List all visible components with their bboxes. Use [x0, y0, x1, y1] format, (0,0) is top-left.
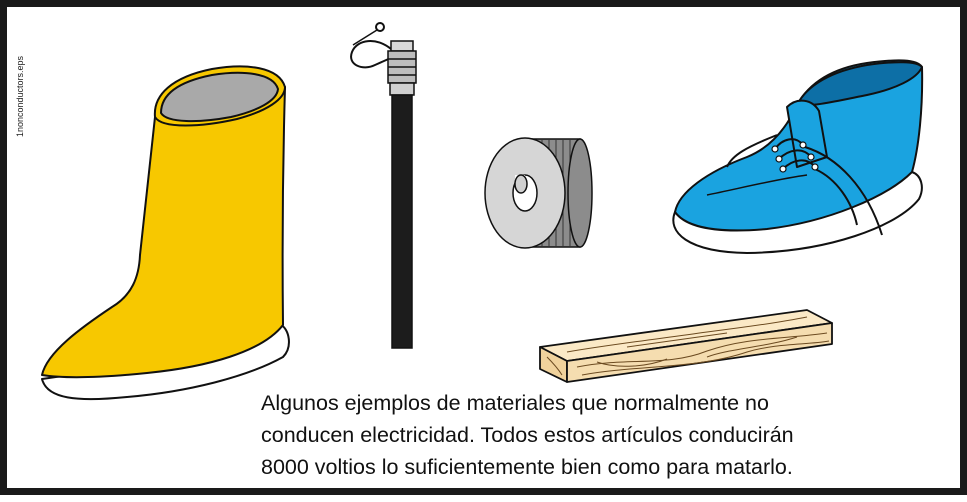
rubber-boot-icon — [41, 65, 290, 401]
caption-line-1: Algunos ejemplos de materiales que norma… — [261, 391, 769, 415]
caption-line-2: conducen electricidad. Todos estos artíc… — [261, 423, 794, 447]
disc-insulator-icon — [484, 137, 593, 249]
caption-text: Algunos ejemplos de materiales que norma… — [261, 387, 961, 483]
illustration-canvas — [41, 22, 924, 401]
caption-line-3: 8000 voltios lo suficientemente bien com… — [261, 455, 793, 479]
wood-plank-icon — [539, 309, 833, 383]
insulated-rod-icon — [350, 22, 417, 349]
insulated-shoe-icon — [672, 59, 924, 254]
